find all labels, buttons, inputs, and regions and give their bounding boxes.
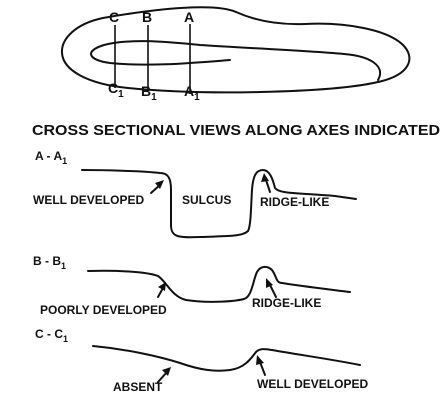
section-b-arrowhead-2 bbox=[266, 278, 273, 288]
axis-c-bottom-label: C1 bbox=[108, 80, 124, 100]
axis-c-bottom-subscript: 1 bbox=[118, 89, 124, 100]
section-a-label-text: A - A bbox=[35, 149, 62, 163]
section-b-label: B - B1 bbox=[33, 254, 66, 271]
section-a-feature-well-developed: WELL DEVELOPED bbox=[33, 193, 144, 207]
section-a-label-subscript: 1 bbox=[62, 156, 67, 166]
section-c-profile bbox=[93, 346, 360, 371]
section-a-label: A - A1 bbox=[35, 149, 67, 166]
section-c-arrowhead-2 bbox=[256, 355, 264, 365]
section-c-feature-well-developed: WELL DEVELOPED bbox=[257, 377, 368, 391]
section-a-arrowhead-2 bbox=[261, 173, 269, 182]
section-a: A - A1 WELL DEVELOPED SULCUS RIDGE-LIKE bbox=[33, 149, 356, 237]
axis-b-top-label: B bbox=[142, 9, 152, 25]
section-c-label: C - C1 bbox=[35, 327, 68, 344]
section-b-label-subscript: 1 bbox=[61, 261, 66, 271]
section-b-feature-ridge-like: RIDGE-LIKE bbox=[252, 296, 321, 310]
axis-a-bottom-subscript: 1 bbox=[194, 92, 200, 103]
top-view: C B A C1 B1 A1 bbox=[62, 7, 409, 103]
axis-b-bottom-letter: B bbox=[141, 83, 151, 99]
axis-a-bottom-letter: A bbox=[184, 83, 194, 99]
inner-outline bbox=[91, 41, 380, 80]
section-a-feature-sulcus: SULCUS bbox=[182, 193, 231, 207]
section-a-feature-ridge-like: RIDGE-LIKE bbox=[260, 195, 329, 209]
section-b-label-text: B - B bbox=[33, 254, 61, 268]
axis-a-bottom-label: A1 bbox=[184, 83, 200, 103]
axis-b-bottom-subscript: 1 bbox=[151, 92, 157, 103]
axis-c-top-label: C bbox=[109, 9, 119, 25]
section-b-feature-poorly-developed: POORLY DEVELOPED bbox=[40, 303, 167, 317]
section-c: C - C1 ABSENT WELL DEVELOPED bbox=[35, 327, 368, 394]
section-c-arrow-2 bbox=[260, 362, 265, 375]
section-c-label-text: C - C bbox=[35, 327, 63, 341]
axis-a-top-label: A bbox=[184, 9, 194, 25]
section-c-feature-absent: ABSENT bbox=[113, 380, 163, 394]
axis-c-bottom-letter: C bbox=[108, 80, 118, 96]
section-b: B - B1 POORLY DEVELOPED RIDGE-LIKE bbox=[33, 254, 350, 317]
section-heading: CROSS SECTIONAL VIEWS ALONG AXES INDICAT… bbox=[32, 122, 440, 139]
section-a-arrow-2 bbox=[266, 180, 270, 192]
section-c-label-subscript: 1 bbox=[63, 334, 68, 344]
axis-b-bottom-label: B1 bbox=[141, 83, 157, 103]
